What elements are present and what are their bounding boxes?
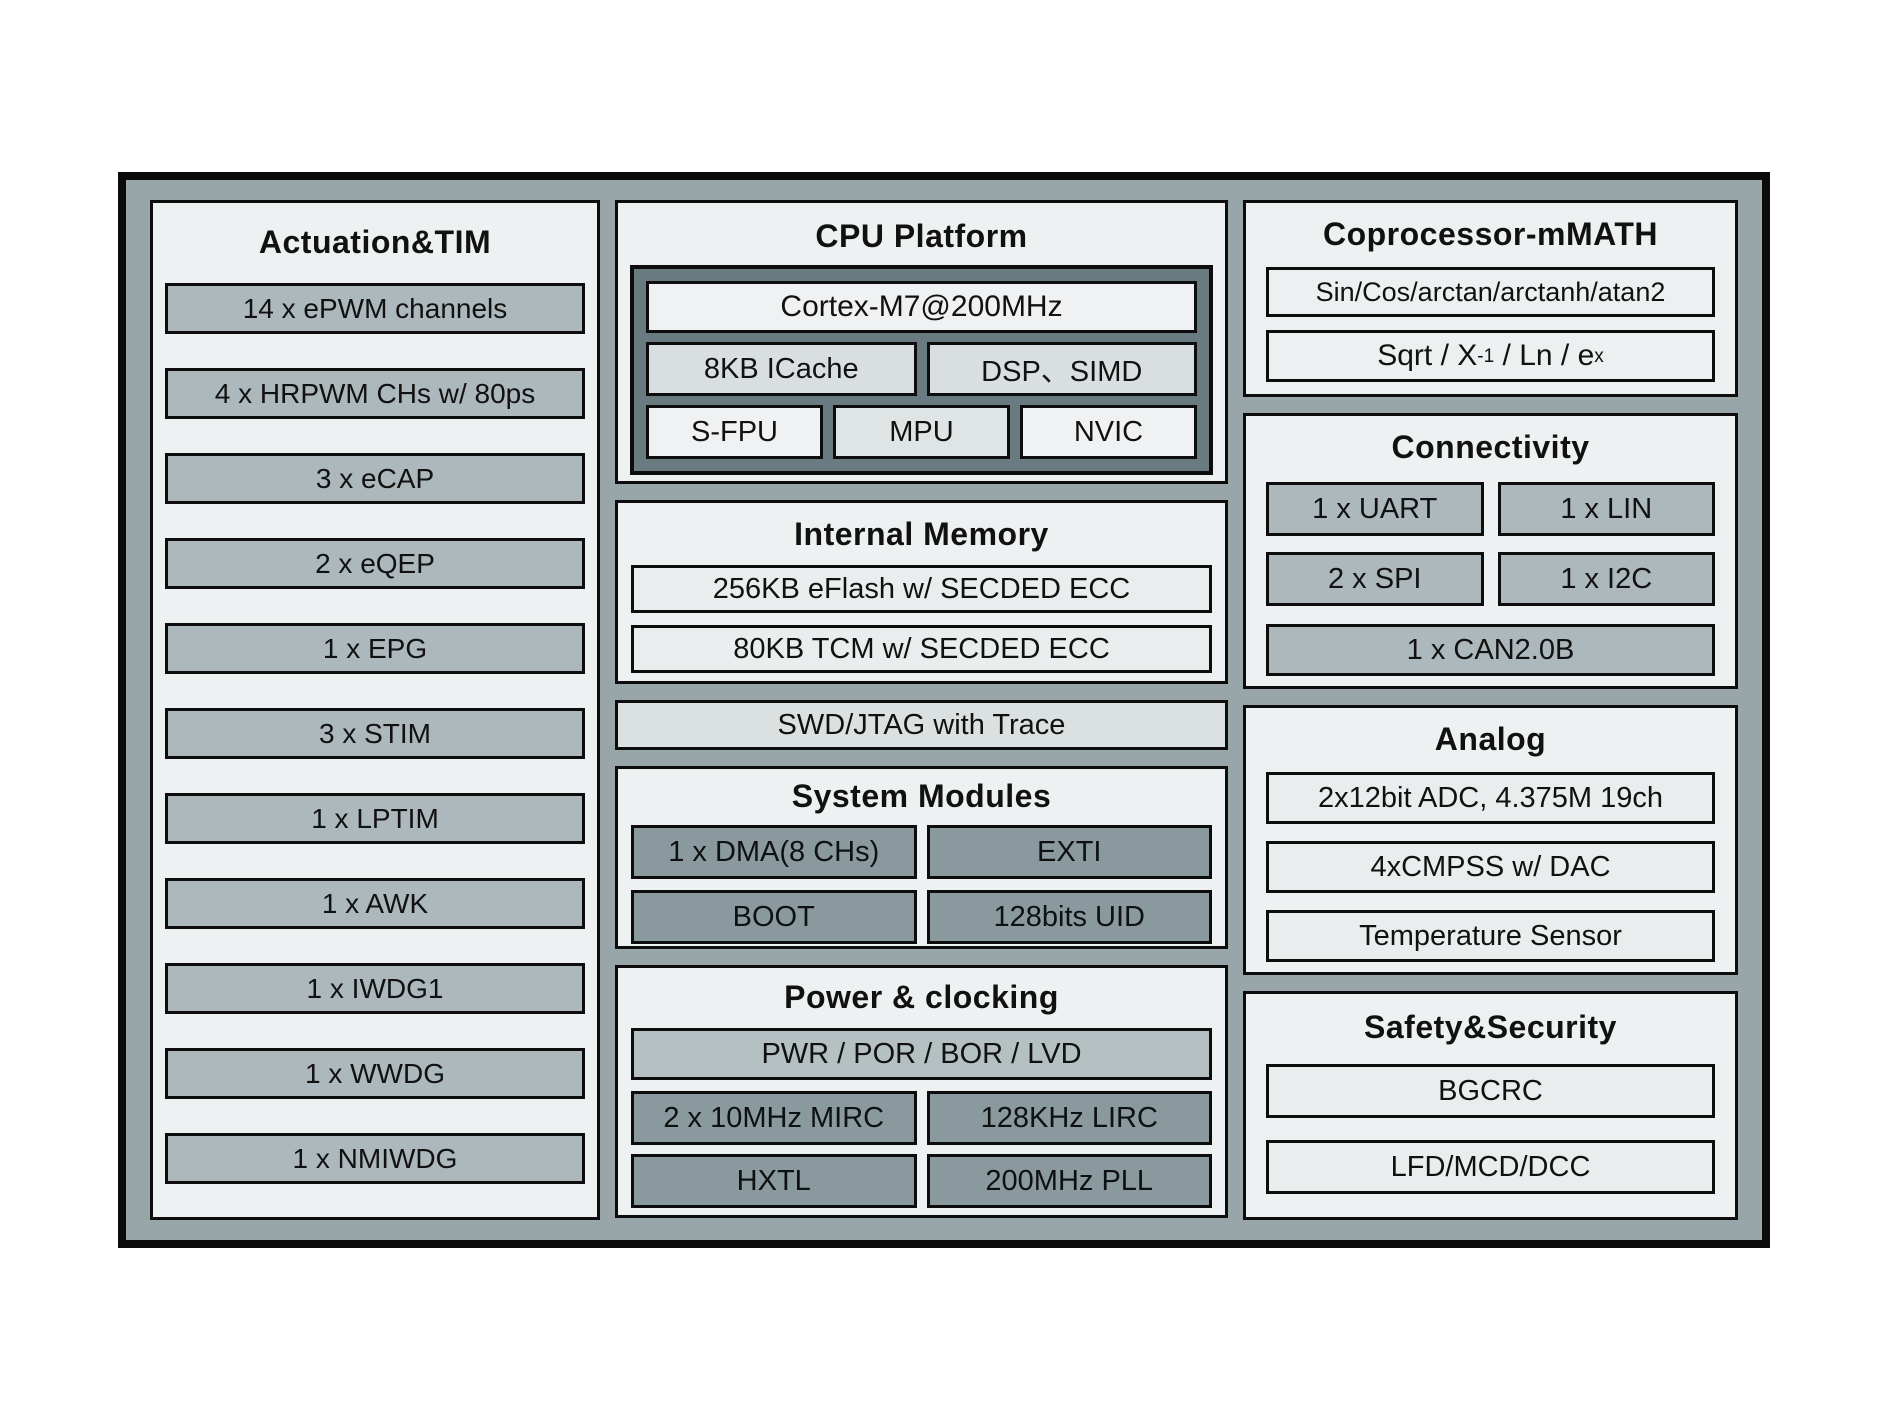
block-ecap: 3 x eCAP: [165, 453, 585, 504]
panel-connectivity-title: Connectivity: [1391, 429, 1590, 465]
panel-analog: Analog 2x12bit ADC, 4.375M 19ch 4xCMPSS …: [1243, 705, 1738, 975]
panel-system-modules: System Modules 1 x DMA(8 CHs) EXTI BOOT …: [615, 766, 1228, 949]
block-swd-jtag: SWD/JTAG with Trace: [615, 700, 1228, 750]
coprocessor-row-list: Sin/Cos/arctan/arctanh/atan2 Sqrt / X-1 …: [1266, 267, 1715, 382]
block-icache: 8KB ICache: [646, 342, 917, 396]
cpu-row-units: S-FPU MPU NVIC: [646, 405, 1197, 459]
block-iwdg1: 1 x IWDG1: [165, 963, 585, 1014]
block-hxtl: HXTL: [631, 1154, 917, 1208]
cpu-core-container: Cortex-M7@200MHz 8KB ICache DSP、SIMD S-F…: [630, 265, 1213, 475]
panel-connectivity: Connectivity 1 x UART 1 x LIN 2 x SPI 1 …: [1243, 413, 1738, 689]
panel-actuation-tim: Actuation&TIM 14 x ePWM channels 4 x HRP…: [150, 200, 600, 1220]
block-cortex-m7: Cortex-M7@200MHz: [646, 281, 1197, 333]
panel-memory-title: Internal Memory: [794, 516, 1049, 552]
panel-analog-title: Analog: [1434, 721, 1547, 757]
panel-power-title: Power & clocking: [784, 979, 1059, 1015]
block-mirc: 2 x 10MHz MIRC: [631, 1091, 917, 1145]
panel-safety-title: Safety&Security: [1364, 1009, 1617, 1045]
power-clock-grid: 2 x 10MHz MIRC 128KHz LIRC HXTL 200MHz P…: [631, 1091, 1212, 1208]
system-module-grid: 1 x DMA(8 CHs) EXTI BOOT 128bits UID: [631, 825, 1212, 944]
actuation-item-list: 14 x ePWM channels 4 x HRPWM CHs w/ 80ps…: [153, 283, 597, 1184]
column-cpu: CPU Platform Cortex-M7@200MHz 8KB ICache…: [615, 200, 1228, 1220]
block-trig-functions: Sin/Cos/arctan/arctanh/atan2: [1266, 267, 1715, 317]
column-actuation: Actuation&TIM 14 x ePWM channels 4 x HRP…: [150, 200, 600, 1220]
safety-row-list: BGCRC LFD/MCD/DCC: [1266, 1064, 1715, 1194]
block-boot: BOOT: [631, 890, 917, 944]
math-text-segment: / Ln / e: [1494, 339, 1595, 372]
panel-coprocessor: Coprocessor-mMATH Sin/Cos/arctan/arctanh…: [1243, 200, 1738, 397]
block-wwdg: 1 x WWDG: [165, 1048, 585, 1099]
block-hrpwm-channels: 4 x HRPWM CHs w/ 80ps: [165, 368, 585, 419]
block-lin: 1 x LIN: [1497, 482, 1715, 536]
block-bgcrc: BGCRC: [1266, 1064, 1715, 1118]
math-superscript: x: [1594, 345, 1604, 367]
block-i2c: 1 x I2C: [1497, 552, 1715, 606]
math-superscript: -1: [1477, 345, 1495, 367]
block-adc: 2x12bit ADC, 4.375M 19ch: [1266, 772, 1715, 824]
block-lptim: 1 x LPTIM: [165, 793, 585, 844]
block-stim: 3 x STIM: [165, 708, 585, 759]
block-can: 1 x CAN2.0B: [1266, 624, 1715, 676]
panel-coprocessor-title: Coprocessor-mMATH: [1322, 216, 1659, 252]
memory-row-list: 256KB eFlash w/ SECDED ECC 80KB TCM w/ S…: [631, 565, 1212, 673]
block-mpu: MPU: [833, 405, 1010, 459]
math-text-segment: Sqrt / X: [1377, 339, 1478, 372]
panel-cpu-platform: CPU Platform Cortex-M7@200MHz 8KB ICache…: [615, 200, 1228, 484]
block-epg: 1 x EPG: [165, 623, 585, 674]
block-awk: 1 x AWK: [165, 878, 585, 929]
block-epwm-channels: 14 x ePWM channels: [165, 283, 585, 334]
chip-outline: Actuation&TIM 14 x ePWM channels 4 x HRP…: [118, 172, 1770, 1248]
block-cmpss: 4xCMPSS w/ DAC: [1266, 841, 1715, 893]
block-dma: 1 x DMA(8 CHs): [631, 825, 917, 879]
block-nmiwdg: 1 x NMIWDG: [165, 1133, 585, 1184]
cpu-row-cache: 8KB ICache DSP、SIMD: [646, 342, 1197, 396]
panel-system-title: System Modules: [791, 778, 1052, 814]
block-eqep: 2 x eQEP: [165, 538, 585, 589]
block-dsp-simd: DSP、SIMD: [926, 342, 1197, 396]
panel-safety-security: Safety&Security BGCRC LFD/MCD/DCC: [1243, 991, 1738, 1220]
panel-actuation-title: Actuation&TIM: [258, 224, 492, 260]
column-peripherals: Coprocessor-mMATH Sin/Cos/arctan/arctanh…: [1243, 200, 1738, 1220]
block-lirc: 128KHz LIRC: [926, 1091, 1212, 1145]
block-uart: 1 x UART: [1266, 482, 1484, 536]
panel-power-clocking: Power & clocking PWR / POR / BOR / LVD 2…: [615, 965, 1228, 1218]
block-exti: EXTI: [926, 825, 1212, 879]
block-pll: 200MHz PLL: [926, 1154, 1212, 1208]
block-nvic: NVIC: [1020, 405, 1197, 459]
block-temp-sensor: Temperature Sensor: [1266, 910, 1715, 962]
panel-internal-memory: Internal Memory 256KB eFlash w/ SECDED E…: [615, 500, 1228, 684]
block-eflash: 256KB eFlash w/ SECDED ECC: [631, 565, 1212, 613]
connectivity-grid: 1 x UART 1 x LIN 2 x SPI 1 x I2C: [1266, 482, 1715, 606]
block-tcm: 80KB TCM w/ SECDED ECC: [631, 625, 1212, 673]
block-pwr-por-bor-lvd: PWR / POR / BOR / LVD: [631, 1028, 1212, 1080]
block-spi: 2 x SPI: [1266, 552, 1484, 606]
block-lfd-mcd-dcc: LFD/MCD/DCC: [1266, 1140, 1715, 1194]
panel-cpu-title: CPU Platform: [815, 218, 1028, 254]
analog-row-list: 2x12bit ADC, 4.375M 19ch 4xCMPSS w/ DAC …: [1266, 772, 1715, 962]
block-sfpu: S-FPU: [646, 405, 823, 459]
block-uid: 128bits UID: [926, 890, 1212, 944]
